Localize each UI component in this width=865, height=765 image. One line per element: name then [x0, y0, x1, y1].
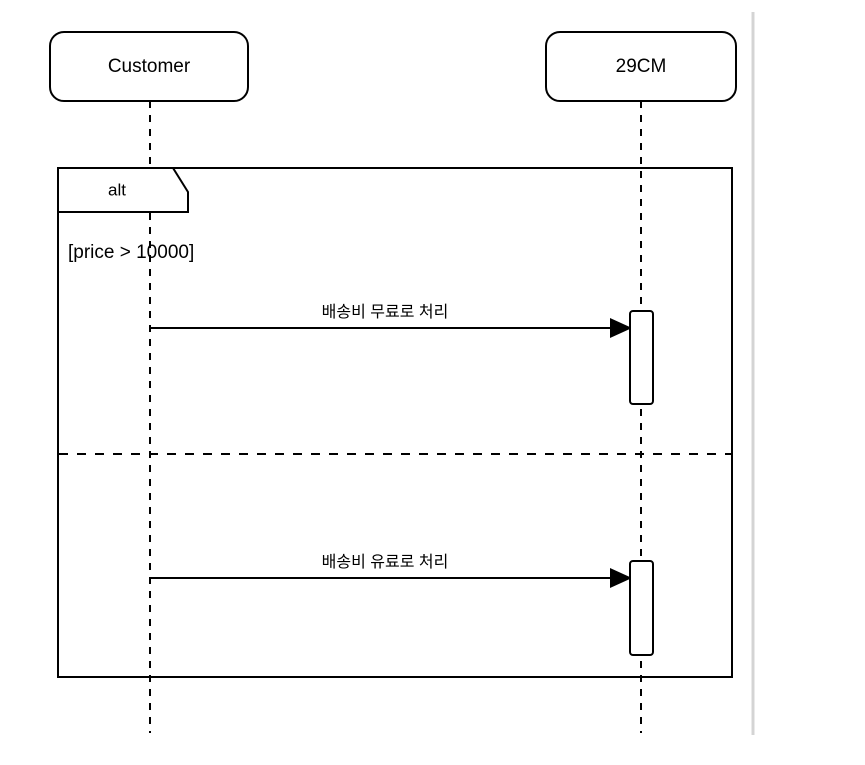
- message-1-arrowhead: [610, 318, 632, 338]
- message-2-arrowhead: [610, 568, 632, 588]
- alt-fragment-label: alt: [108, 180, 126, 199]
- message-1: 배송비 무료로 처리: [150, 303, 632, 338]
- participant-29cm-box: [545, 31, 737, 102]
- guard-condition-1: [price > 10000]: [68, 242, 194, 263]
- participant-29cm-label: 29CM: [616, 56, 667, 77]
- alt-fragment-frame: alt: [57, 167, 733, 678]
- activation-bar-1: [629, 310, 654, 405]
- participant-customer-label: Customer: [108, 56, 191, 77]
- message-2: 배송비 유료로 처리: [150, 553, 632, 588]
- message-2-label: 배송비 유료로 처리: [322, 553, 449, 571]
- participant-29cm: 29CM: [545, 31, 737, 102]
- message-1-label: 배송비 무료로 처리: [322, 303, 449, 321]
- activation-bar-2: [629, 560, 654, 656]
- participant-customer: Customer: [49, 31, 249, 102]
- participant-customer-box: [49, 31, 249, 102]
- alt-fragment-tab: [57, 167, 189, 213]
